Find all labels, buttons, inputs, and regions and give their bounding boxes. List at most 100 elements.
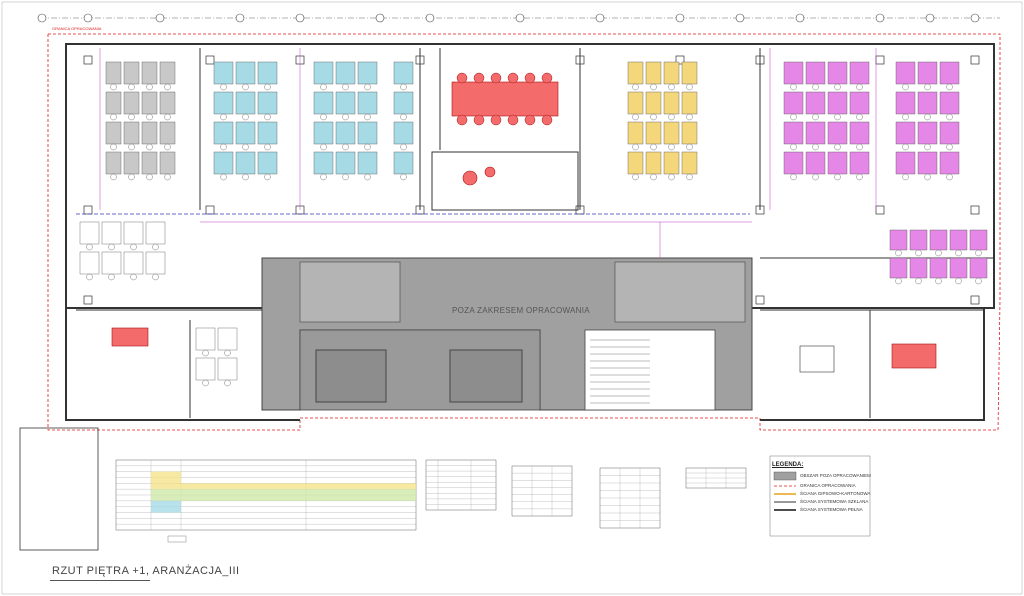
chair <box>342 83 349 91</box>
chair <box>364 173 371 181</box>
desk <box>827 121 848 145</box>
chair <box>790 143 797 151</box>
wc-block-right <box>614 261 746 323</box>
desk <box>123 121 140 145</box>
chair <box>955 249 962 257</box>
desk <box>645 91 662 115</box>
desk <box>145 251 166 275</box>
desk <box>849 151 870 175</box>
desk <box>939 151 960 175</box>
chair <box>490 114 502 126</box>
column <box>675 55 685 65</box>
building-wall-bottom-right <box>760 308 985 421</box>
chair <box>935 249 942 257</box>
chair <box>152 243 159 251</box>
chair <box>220 83 227 91</box>
schedule-table <box>511 465 573 517</box>
desk <box>335 61 356 85</box>
desk <box>627 121 644 145</box>
interior-partitions <box>76 48 994 418</box>
chair <box>400 143 407 151</box>
legend-item-5: ŚCIANA SYSTEMOWA PEŁNA <box>800 507 863 512</box>
column <box>205 55 215 65</box>
chair <box>902 83 909 91</box>
desk <box>969 229 988 251</box>
axis-marker <box>675 13 685 23</box>
chair <box>924 173 931 181</box>
desk <box>917 121 938 145</box>
round-table-b <box>484 166 496 178</box>
desk <box>213 91 234 115</box>
desk <box>159 61 176 85</box>
chair <box>975 277 982 285</box>
chair <box>686 83 693 91</box>
chair <box>915 249 922 257</box>
desk <box>217 327 238 351</box>
chair <box>790 113 797 121</box>
chair <box>224 349 231 357</box>
drawing-title: RZUT PIĘTRA +1, ARANŻACJA_III <box>52 565 240 577</box>
desk <box>681 61 698 85</box>
chair <box>242 113 249 121</box>
desk <box>645 121 662 145</box>
desk <box>141 151 158 175</box>
legend-item-1: OBSZAR POZA OPRACOWANIEM <box>800 473 871 478</box>
desk <box>141 61 158 85</box>
desk <box>849 61 870 85</box>
desk <box>895 91 916 115</box>
desk <box>805 151 826 175</box>
lift-shaft-right <box>449 349 523 403</box>
desk <box>895 121 916 145</box>
desk <box>783 61 804 85</box>
column <box>970 205 980 215</box>
chair <box>812 143 819 151</box>
meeting-table-right <box>891 343 937 369</box>
chair <box>650 113 657 121</box>
desk <box>909 257 928 279</box>
desk <box>357 121 378 145</box>
chair <box>790 173 797 181</box>
desk <box>105 121 122 145</box>
chair <box>902 173 909 181</box>
chair <box>400 173 407 181</box>
chair <box>164 173 171 181</box>
desk <box>257 121 278 145</box>
chair <box>650 83 657 91</box>
column <box>205 205 215 215</box>
desk <box>895 151 916 175</box>
axis-markers <box>37 13 980 23</box>
desk <box>663 91 680 115</box>
chair <box>924 143 931 151</box>
desk <box>895 61 916 85</box>
chair <box>146 143 153 151</box>
boundary-label: GRANICA OPRACOWANIA <box>52 26 102 31</box>
axis-marker <box>970 13 980 23</box>
stair-treads <box>590 339 650 404</box>
chair <box>242 83 249 91</box>
desk <box>663 61 680 85</box>
chair <box>541 72 553 84</box>
chair <box>924 83 931 91</box>
chair <box>264 83 271 91</box>
desk <box>627 151 644 175</box>
desk <box>235 61 256 85</box>
desk <box>949 257 968 279</box>
chair <box>110 173 117 181</box>
chair <box>632 83 639 91</box>
desk <box>313 91 334 115</box>
desk <box>79 251 100 275</box>
chair <box>264 173 271 181</box>
chair <box>202 349 209 357</box>
chair <box>946 143 953 151</box>
desk <box>849 121 870 145</box>
axis-marker <box>925 13 935 23</box>
column <box>83 295 93 305</box>
legend-title: LEGENDA: <box>772 462 804 468</box>
desk <box>827 91 848 115</box>
chair <box>342 113 349 121</box>
chair <box>108 243 115 251</box>
desk <box>357 61 378 85</box>
desk <box>681 91 698 115</box>
desk <box>783 121 804 145</box>
